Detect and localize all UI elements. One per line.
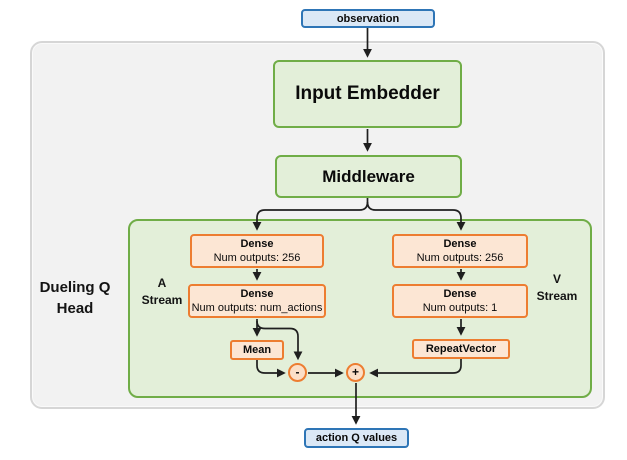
dense-v1-detail: Num outputs: 256 — [416, 252, 504, 264]
dense-a2-title: Dense — [240, 288, 274, 300]
a-stream-label-line2: Stream — [141, 293, 183, 307]
a-stream-label: A Stream — [134, 275, 190, 309]
dueling-q-head-label-line1: Dueling Q — [39, 279, 111, 296]
action-q-values-node: action Q values — [304, 428, 409, 448]
mean-node: Mean — [230, 340, 284, 360]
v-stream-label-line2: Stream — [536, 289, 578, 303]
input-embedder-node: Input Embedder — [273, 60, 462, 128]
dense-a2-node: Dense Num outputs: num_actions — [188, 284, 326, 318]
a-stream-label-line1: A — [157, 276, 167, 290]
dense-a1-detail: Num outputs: 256 — [213, 252, 301, 264]
subtract-op-node: - — [288, 363, 307, 382]
dense-a2-detail: Num outputs: num_actions — [191, 302, 323, 314]
dense-v2-detail: Num outputs: 1 — [422, 302, 498, 314]
dueling-q-head-label-line2: Head — [56, 300, 94, 317]
dense-a1-title: Dense — [240, 238, 274, 250]
middleware-node: Middleware — [275, 155, 462, 198]
dense-v1-node: Dense Num outputs: 256 — [392, 234, 528, 268]
repeat-vector-node: RepeatVector — [412, 339, 510, 359]
dense-a1-node: Dense Num outputs: 256 — [190, 234, 324, 268]
add-op-node: + — [346, 363, 365, 382]
dueling-q-head-label: Dueling Q Head — [20, 277, 130, 319]
v-stream-label-line1: V — [552, 272, 561, 286]
dense-v2-title: Dense — [443, 288, 477, 300]
observation-node: observation — [301, 9, 435, 28]
v-stream-label: V Stream — [529, 271, 585, 305]
dense-v2-node: Dense Num outputs: 1 — [392, 284, 528, 318]
dense-v1-title: Dense — [443, 238, 477, 250]
